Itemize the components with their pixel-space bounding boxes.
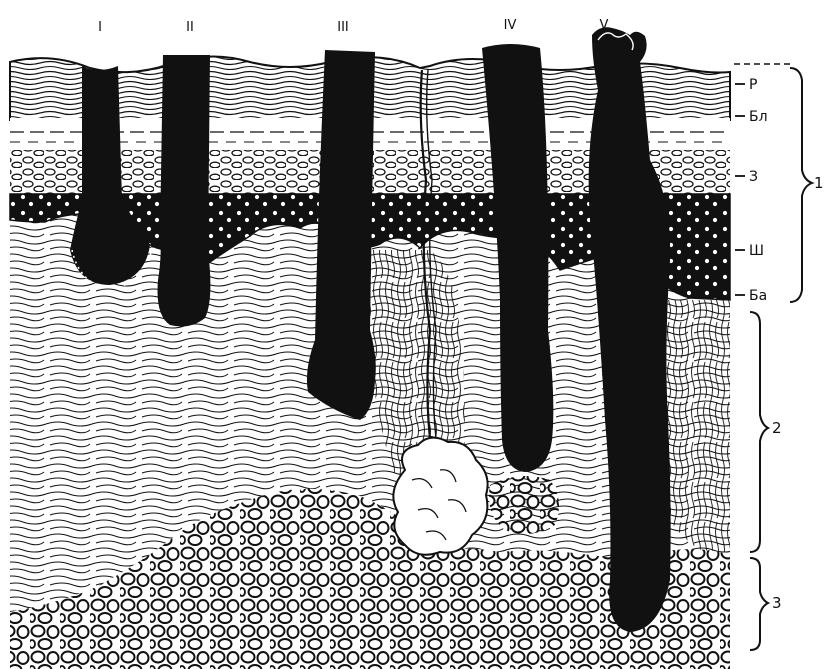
bracket-label-1: 1 <box>814 174 824 192</box>
layer-label-granular: З <box>749 169 758 185</box>
layer-label-basal: Ба <box>749 288 767 304</box>
stage-label-v: V <box>600 18 609 33</box>
stage-label-i: I <box>98 20 102 35</box>
bracket-hypodermis <box>750 558 768 650</box>
bracket-label-3: 3 <box>772 594 782 612</box>
layer-ticks <box>735 84 745 295</box>
hair-follicle-ii <box>158 55 211 326</box>
stage-label-iv: IV <box>504 18 517 33</box>
bracket-epidermis <box>734 64 812 302</box>
stage-label-ii: II <box>186 20 194 35</box>
layer-label-lucid: Бл <box>749 109 768 125</box>
bracket-label-2: 2 <box>772 419 782 437</box>
layer-label-horny: Р <box>749 77 757 93</box>
bracket-dermis <box>750 312 768 552</box>
layer-label-spinous: Ш <box>749 243 764 259</box>
stage-label-iii: III <box>337 20 349 35</box>
